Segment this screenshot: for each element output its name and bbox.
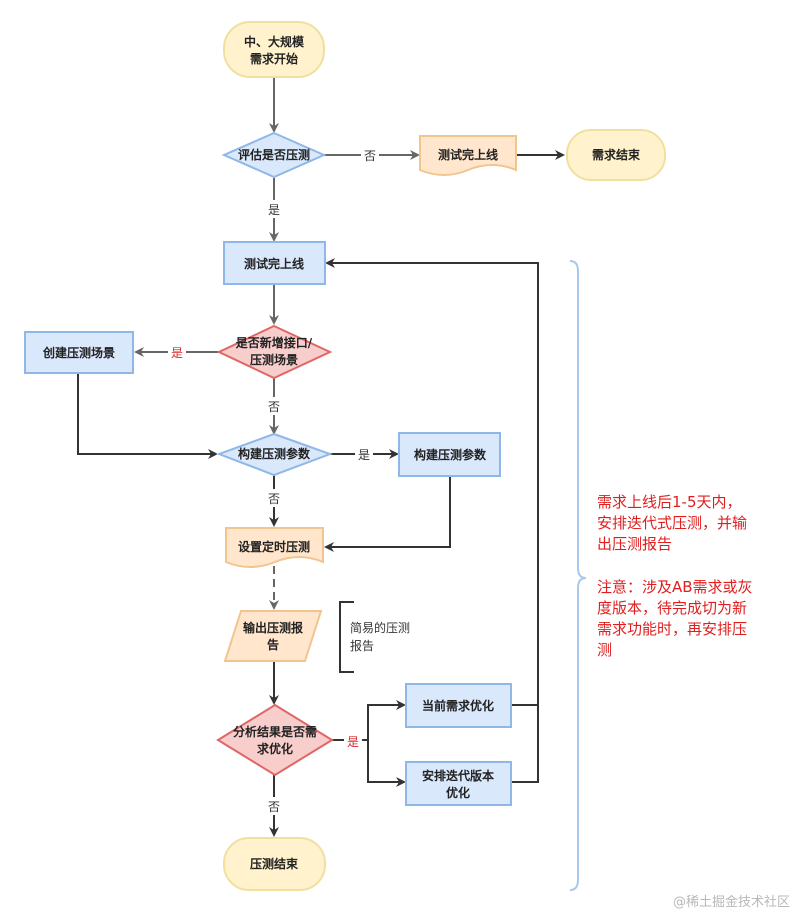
edge-branch-to-iter-opt xyxy=(367,740,406,787)
demand-end-node: 需求结束 xyxy=(566,129,666,181)
new-iface-decision: 是否新增接口/ 压测场景 xyxy=(216,324,333,380)
analyze-line1: 分析结果是否需 xyxy=(233,724,317,739)
build-param-decision-label: 构建压测参数 xyxy=(238,446,311,461)
edge-label-param-no: 否 xyxy=(268,492,280,506)
deploy-main-process: 测试完上线 xyxy=(223,241,326,285)
edge-label-eval-no: 否 xyxy=(364,149,376,163)
build-param-process-label: 构建压测参数 xyxy=(414,447,487,462)
watermark: @稀土掘金技术社区 xyxy=(673,894,790,910)
output-report-io: 输出压测报 告 xyxy=(223,610,323,662)
edge-cur-opt-loop xyxy=(325,258,539,706)
report-note-line2: 报告 xyxy=(350,638,374,653)
eval-decision: 评估是否压测 xyxy=(221,131,327,179)
cur-opt-process: 当前需求优化 xyxy=(405,683,512,728)
annotation-p2-line3: 需求功能时，再安排压 xyxy=(597,620,747,638)
edge-create-scene-to-param-q xyxy=(77,373,218,459)
build-param-process: 构建压测参数 xyxy=(398,432,501,477)
annotation-p2-line2: 度版本，待完成切为新 xyxy=(597,599,747,617)
report-note-line1: 简易的压测 xyxy=(350,620,410,635)
analyze-line2: 求优化 xyxy=(257,741,293,756)
set-timer-doc: 设置定时压测 xyxy=(225,527,324,568)
set-timer-label: 设置定时压测 xyxy=(238,539,310,554)
deploy-main-label: 测试完上线 xyxy=(244,256,304,271)
start-node: 中、大规模 需求开始 xyxy=(223,21,325,78)
new-iface-line1: 是否新增接口/ xyxy=(235,335,313,350)
edge-branch-to-cur-opt xyxy=(367,700,406,740)
edge-labels: 否 是 是 否 是 否 是 否 xyxy=(168,146,379,815)
analyze-decision: 分析结果是否需 求优化 xyxy=(216,703,334,777)
edge-param-to-timer xyxy=(324,476,451,552)
annotation-p2-line4: 测 xyxy=(597,641,612,659)
start-node-line2: 需求开始 xyxy=(250,51,298,66)
annotation-p1-line3: 出压测报告 xyxy=(597,535,672,553)
annotation-p1-line2: 安排迭代式压测，并输 xyxy=(597,514,747,532)
edge-label-eval-yes: 是 xyxy=(268,203,280,217)
annotation-brace xyxy=(569,260,587,891)
build-param-decision: 构建压测参数 xyxy=(216,432,333,477)
annotation-p2-line1: 注意：涉及AB需求或灰 xyxy=(597,578,753,596)
edge-iter-opt-loop xyxy=(512,705,539,783)
create-scene-label: 创建压测场景 xyxy=(42,345,115,360)
start-node-line1: 中、大规模 xyxy=(244,34,305,49)
edge-label-param-yes: 是 xyxy=(358,448,370,462)
iter-opt-process: 安排迭代版本 优化 xyxy=(405,761,512,806)
output-report-line1: 输出压测报 xyxy=(243,620,303,635)
end-node: 压测结束 xyxy=(223,837,326,891)
edge-label-analyze-no: 否 xyxy=(268,800,280,814)
end-node-label: 压测结束 xyxy=(250,856,299,871)
edge-label-iface-no: 否 xyxy=(268,400,280,414)
create-scene-process: 创建压测场景 xyxy=(24,331,134,374)
edge-label-iface-yes: 是 xyxy=(171,346,183,360)
cur-opt-label: 当前需求优化 xyxy=(422,698,494,713)
iter-opt-line1: 安排迭代版本 xyxy=(422,768,494,783)
report-note: 简易的压测 报告 xyxy=(339,601,410,673)
deploy-top-doc: 测试完上线 xyxy=(419,135,517,176)
eval-decision-label: 评估是否压测 xyxy=(238,147,310,162)
output-report-line2: 告 xyxy=(267,637,279,652)
annotation-p1-line1: 需求上线后1-5天内， xyxy=(597,493,742,511)
annotation-text: 需求上线后1-5天内， 安排迭代式压测，并输 出压测报告 注意：涉及AB需求或灰… xyxy=(597,493,753,659)
iter-opt-line2: 优化 xyxy=(446,785,470,800)
edge-label-analyze-yes: 是 xyxy=(347,735,359,749)
demand-end-label: 需求结束 xyxy=(592,147,641,162)
deploy-top-doc-label: 测试完上线 xyxy=(438,147,498,162)
new-iface-line2: 压测场景 xyxy=(250,352,298,367)
